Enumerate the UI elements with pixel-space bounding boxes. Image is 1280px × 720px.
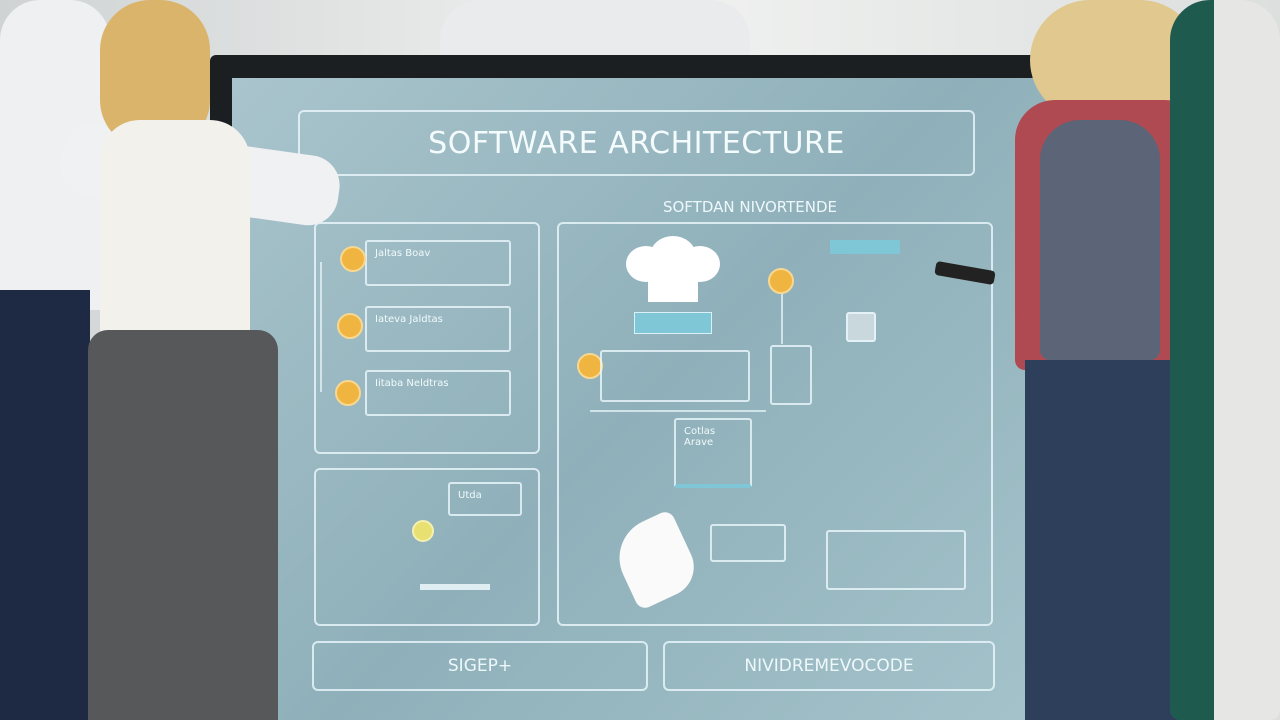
- card-label: Iateva Jaldtas: [375, 314, 443, 325]
- woman-left-pants: [88, 330, 278, 720]
- screen-subtitle: SOFTDAN NIVORTENDE: [662, 198, 838, 216]
- small-card: Utda: [448, 482, 522, 516]
- chef-hat-icon: [626, 236, 720, 302]
- woman-right-top: [1040, 120, 1160, 360]
- node-dot: [768, 268, 794, 294]
- card-label: Jaltas Boav: [375, 248, 431, 259]
- node-dot: [577, 353, 603, 379]
- teal-box: [634, 312, 712, 334]
- connector: [781, 294, 783, 344]
- man-left-jeans: [0, 290, 90, 720]
- screen-title: SOFTWARE ARCHITECTURE: [298, 110, 975, 176]
- list-card: Iateva Jaldtas: [365, 306, 511, 352]
- list-card: Iitaba Neldtras: [365, 370, 511, 416]
- connector: [590, 410, 766, 412]
- woman-left-top: [100, 120, 250, 340]
- small-box: [710, 524, 786, 562]
- bar: [420, 584, 490, 590]
- card-label: Cotlas Arave: [684, 426, 716, 448]
- bottom-button-left: SIGEP+: [312, 641, 648, 691]
- qr-icon: [846, 312, 876, 342]
- card-label: Iitaba Neldtras: [375, 378, 449, 389]
- step-dot: [340, 246, 366, 272]
- table-box: [826, 530, 966, 590]
- flow-card: Cotlas Arave: [674, 418, 752, 488]
- person-far-right: [1170, 0, 1280, 720]
- connector: [320, 262, 322, 392]
- stack-box: [770, 345, 812, 405]
- button-label: NIVIDREMEVOCODE: [744, 656, 914, 676]
- lower-left-panel: [314, 468, 540, 626]
- card-label: Utda: [458, 490, 482, 501]
- step-dot: [335, 380, 361, 406]
- step-dot: [337, 313, 363, 339]
- list-card: Jaltas Boav: [365, 240, 511, 286]
- display-screen: [232, 78, 1060, 720]
- left-panel: [314, 222, 540, 454]
- button-label: SIGEP+: [447, 656, 513, 676]
- right-panel: [557, 222, 993, 626]
- teal-bar: [830, 240, 900, 254]
- node-dot: [412, 520, 434, 542]
- flow-box: [600, 350, 750, 402]
- bottom-button-right: NIVIDREMEVOCODE: [663, 641, 995, 691]
